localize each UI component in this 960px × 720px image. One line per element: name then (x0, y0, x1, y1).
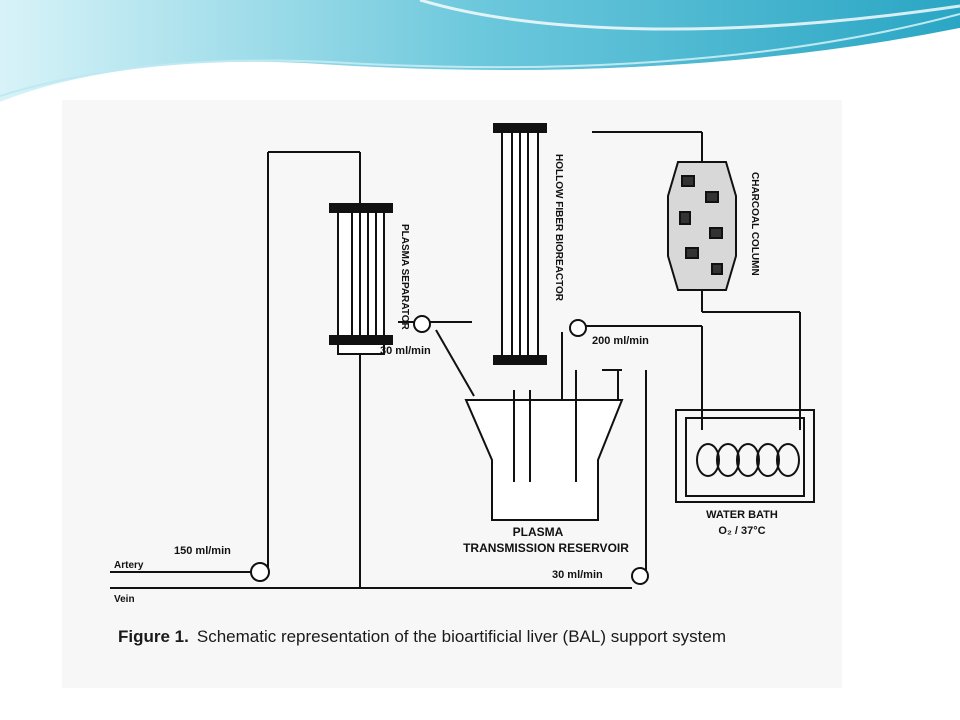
label-flow-30-top: 30 ml/min (380, 345, 431, 357)
bal-schematic: Artery Vein 150 ml/min 30 ml/min 200 ml/… (110, 123, 815, 605)
figure-caption-label: Figure 1. (118, 627, 189, 646)
figure-caption: Figure 1. Schematic representation of the… (118, 626, 838, 647)
figure-caption-text: Schematic representation of the bioartif… (196, 627, 726, 646)
hollow-fiber-bioreactor (493, 123, 547, 365)
label-hollow-fiber: HOLLOW FIBER BIOREACTOR (553, 154, 564, 302)
charcoal-column (667, 161, 737, 291)
plasma-separator (329, 203, 393, 355)
header-wave-decoration (0, 0, 960, 106)
label-artery: Artery (114, 560, 144, 571)
label-flow-200: 200 ml/min (592, 335, 649, 347)
bal-figure: Artery Vein 150 ml/min 30 ml/min 200 ml/… (62, 100, 842, 688)
plasma-reservoir (464, 370, 624, 521)
label-reservoir-line2: TRANSMISSION RESERVOIR (463, 541, 629, 555)
label-plasma-separator: PLASMA SEPARATOR (399, 224, 410, 331)
pump-150 (250, 562, 270, 582)
label-reservoir-line1: PLASMA (513, 525, 564, 539)
water-bath (675, 409, 815, 503)
label-charcoal-column: CHARCOAL COLUMN (749, 172, 760, 276)
label-water-bath-line1: WATER BATH (706, 509, 778, 521)
pump-30-top (413, 315, 431, 333)
label-flow-150: 150 ml/min (174, 545, 231, 557)
pump-30-bottom (631, 567, 649, 585)
label-flow-30-bottom: 30 ml/min (552, 569, 603, 581)
label-vein: Vein (114, 594, 135, 605)
pump-200 (569, 319, 587, 337)
label-water-bath-line2: O₂ / 37°C (718, 525, 765, 537)
